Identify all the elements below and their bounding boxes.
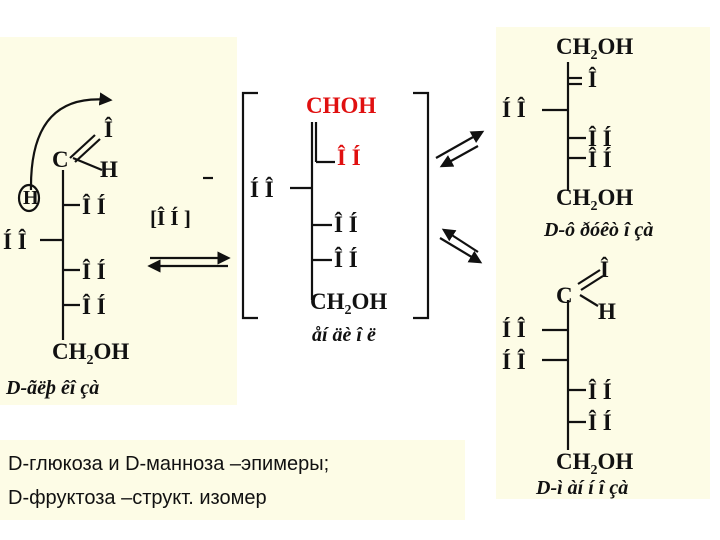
enediol-caption: åí äè î ë — [312, 324, 376, 346]
glucose-ch2oh: CH2OH — [52, 339, 130, 368]
mannose-c3-left-group: Í Î — [502, 349, 526, 374]
glucose-migrating-hydrogen: H — [23, 187, 39, 209]
note-line-2: D-фруктоза –структ. изомер — [8, 487, 267, 509]
enediol-c4-right-group: Î Í — [334, 247, 358, 272]
enediol-ch2oh: CH2OH — [310, 289, 388, 318]
enediol-c3-right-group: Î Í — [334, 212, 358, 237]
mannose-c4-right-group: Î Í — [588, 379, 612, 404]
glucose-c3-right-group: Î Í — [82, 259, 106, 284]
fructose-keto-oxygen: Î — [588, 67, 597, 92]
glucose-panel — [0, 37, 237, 405]
mannose-aldehyde-carbon: C — [556, 283, 573, 308]
enediol-c1-oh: Î Í — [337, 145, 361, 170]
glucose-c2-right-group: Î Í — [82, 194, 106, 219]
glucose-aldehyde-oxygen: Î — [104, 117, 113, 142]
glucose-aldehyde-hydrogen: H — [100, 157, 118, 182]
enediol-choh: CHOH — [306, 93, 377, 118]
fructose-caption: D-ô ðóêò î çà — [544, 219, 654, 241]
fructose-c4-right-group: Î Í — [588, 126, 612, 151]
mannose-caption: D-ì àí í î çà — [536, 477, 629, 499]
mannose-aldehyde-hydrogen: H — [598, 299, 616, 324]
reagent-label: [Î Í ] — [150, 206, 191, 230]
note-panel — [0, 440, 465, 520]
glucose-c4-right-group: Î Í — [82, 294, 106, 319]
mannose-ch2oh: CH2OH — [556, 449, 634, 478]
enediol-c2-left-group: Í Î — [250, 177, 274, 202]
mannose-panel — [496, 249, 710, 499]
glucose-caption: D-ãëþ êî çà — [6, 377, 100, 399]
glucose-c2-left-group: Í Î — [3, 229, 27, 254]
fructose-c3-left-group: Í Î — [502, 97, 526, 122]
mannose-aldehyde-oxygen: Î — [600, 257, 609, 282]
note-line-1: D-глюкоза и D-манноза –эпимеры; — [8, 453, 330, 475]
fructose-panel — [496, 27, 710, 249]
fructose-c5-right-group: Î Í — [588, 147, 612, 172]
fructose-ch2oh-bottom: CH2OH — [556, 185, 634, 214]
glucose-aldehyde-carbon: C — [52, 147, 69, 172]
fructose-ch2oh-top: CH2OH — [556, 34, 634, 63]
mannose-c5-right-group: Î Í — [588, 410, 612, 435]
mannose-c2-left-group: Í Î — [502, 317, 526, 342]
